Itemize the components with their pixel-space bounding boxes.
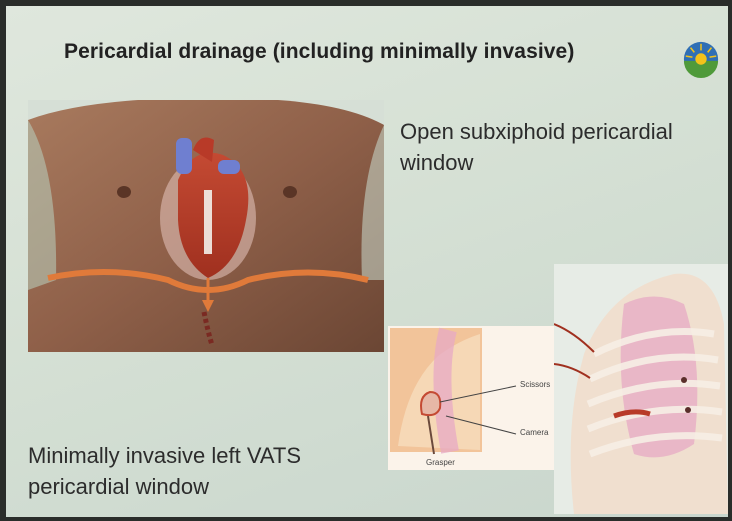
label-camera: Camera (520, 428, 548, 437)
caption-minimally-invasive-vats: Minimally invasive left VATS pericardial… (28, 440, 388, 502)
slide-title: Pericardial drainage (including minimall… (64, 40, 574, 64)
label-grasper: Grasper (426, 458, 455, 467)
slide: Pericardial drainage (including minimall… (6, 6, 728, 517)
torso-heart-illustration (28, 100, 384, 352)
caption-open-subxiphoid: Open subxiphoid pericardial window (400, 116, 720, 178)
label-scissors: Scissors (520, 380, 550, 389)
vats-inset-illustration (388, 326, 556, 470)
ribcage-illustration (554, 264, 728, 514)
sunburst-logo-icon (682, 40, 720, 78)
